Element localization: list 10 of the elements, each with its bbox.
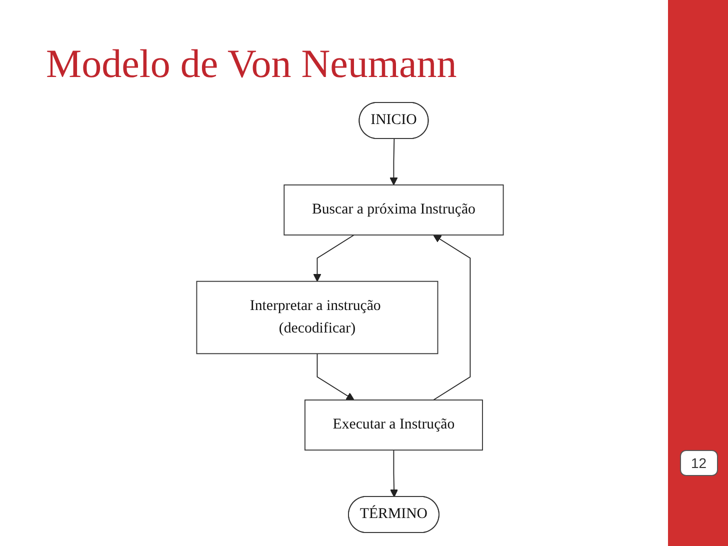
node-box: Executar a Instrução — [304, 400, 483, 451]
arrow — [390, 450, 398, 498]
arrow — [313, 234, 354, 282]
arrow — [316, 353, 354, 400]
node-box: Interpretar a instrução (decodificar) — [196, 280, 438, 354]
node-box: Buscar a próxima Instrução — [284, 184, 504, 236]
slide-title: Modelo de Von Neumann — [46, 40, 457, 87]
arrow — [390, 138, 398, 186]
arrow — [432, 234, 471, 400]
page-number: 12 — [680, 450, 718, 476]
